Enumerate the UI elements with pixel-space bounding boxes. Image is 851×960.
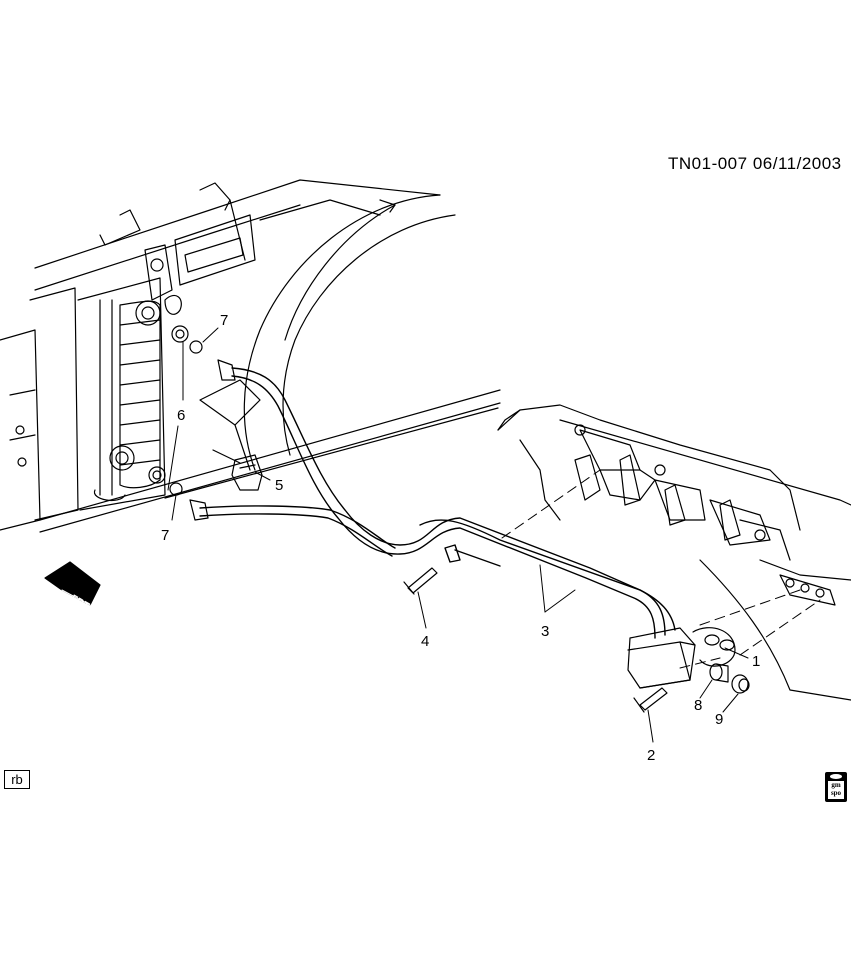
frame-rail	[39, 389, 501, 533]
callout-3: 3	[541, 623, 549, 640]
callout-8: 8	[694, 697, 702, 714]
logo-bottom-text: spo	[830, 789, 842, 797]
logo-top-text: gm	[831, 781, 841, 789]
callout-5: 5	[275, 477, 283, 494]
front-direction-arrow	[44, 561, 101, 606]
wheel-well-liner	[199, 194, 456, 471]
gm-spo-logo: gm spo	[825, 772, 847, 802]
diagram-reference-id: TN01-007 06/11/2003	[668, 154, 842, 173]
plug-9	[731, 674, 750, 694]
bolt-2	[633, 687, 668, 713]
callout-6: 6	[177, 407, 185, 424]
engine-block	[497, 404, 851, 701]
callout-7-top: 7	[220, 312, 228, 329]
fitting-8	[709, 663, 729, 683]
cooler-line-block	[627, 627, 736, 689]
radiator-support-structure	[0, 179, 441, 531]
callout-2: 2	[647, 747, 655, 764]
cooler-lines	[199, 367, 676, 639]
radiator-fittings	[148, 325, 236, 521]
radiator-core	[94, 244, 182, 502]
logo-text: gm spo	[828, 781, 844, 799]
line-retaining-clip	[212, 449, 263, 491]
corner-tag: rb	[4, 770, 30, 789]
callout-7-bottom: 7	[161, 527, 169, 544]
callout-4: 4	[421, 633, 429, 650]
leader-lines	[167, 327, 749, 743]
logo-oval	[830, 774, 842, 779]
callout-1: 1	[752, 653, 760, 670]
alignment-lines	[501, 469, 821, 669]
bolt-4	[403, 567, 438, 595]
callout-9: 9	[715, 711, 723, 728]
